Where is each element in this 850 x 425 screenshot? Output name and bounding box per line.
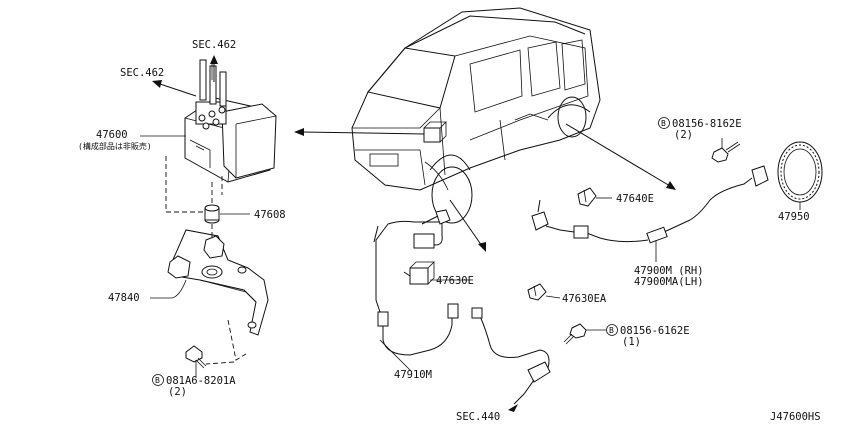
label-081a6: 081A6-8201A: [166, 375, 236, 387]
label-47900m: 47900M (RH): [634, 265, 704, 277]
label-47630ea: 47630EA: [562, 293, 607, 305]
bolt-marker-icon: [606, 324, 618, 336]
label-47630e: 47630E: [436, 275, 474, 287]
grommet-47608: [204, 204, 220, 224]
left-leaders: [140, 135, 250, 378]
bolt-marker-6162e: B: [609, 326, 614, 335]
leader-arrows: [294, 123, 676, 252]
sensor-rotor-47950: [777, 141, 823, 210]
abs-actuator-unit: [184, 59, 277, 183]
label-47600: 47600: [96, 129, 128, 141]
label-sec462-top: SEC.462: [192, 39, 236, 51]
label-08156-8162e-qty: (2): [674, 129, 693, 141]
label-08156-8162e: 08156-8162E: [672, 118, 742, 130]
bolt-081a6: [185, 345, 207, 369]
label-08156-6162e: 08156-6162E: [620, 325, 690, 337]
vehicle-illustration: [351, 7, 601, 224]
bolt-marker-081a6: B: [155, 376, 160, 385]
label-08156-6162e-qty: (1): [622, 336, 641, 348]
label-47950: 47950: [778, 211, 810, 223]
bolt-marker-icon: [658, 117, 670, 129]
bolt-08156-8162e: [711, 138, 741, 163]
diagram-id: J47600HS: [770, 411, 821, 423]
label-sec462-left: SEC.462: [120, 67, 164, 79]
labels: SEC.462 SEC.462 47600 (構成部品は非販売) 47608 4…: [78, 39, 821, 423]
clip-47630ea: [527, 283, 561, 301]
assembly-dashed-lines: [165, 156, 247, 365]
label-47910m: 47910M: [394, 369, 432, 381]
label-47840: 47840: [108, 292, 140, 304]
label-sec440: SEC.440: [456, 411, 500, 423]
label-47600-note: (構成部品は非販売): [78, 141, 152, 151]
actuator-bracket: [167, 229, 269, 336]
bolt-08156-6162e: [563, 323, 606, 345]
label-47900ma: 47900MA(LH): [634, 276, 704, 288]
label-47608: 47608: [254, 209, 286, 221]
bolt-marker-8162e: B: [661, 119, 666, 128]
bolt-marker-icon: [152, 374, 164, 386]
label-081a6-qty: (2): [168, 386, 187, 398]
clip-47640e: [577, 187, 612, 207]
rear-sensor-harness: [531, 165, 769, 244]
label-47640e: 47640E: [616, 193, 654, 205]
